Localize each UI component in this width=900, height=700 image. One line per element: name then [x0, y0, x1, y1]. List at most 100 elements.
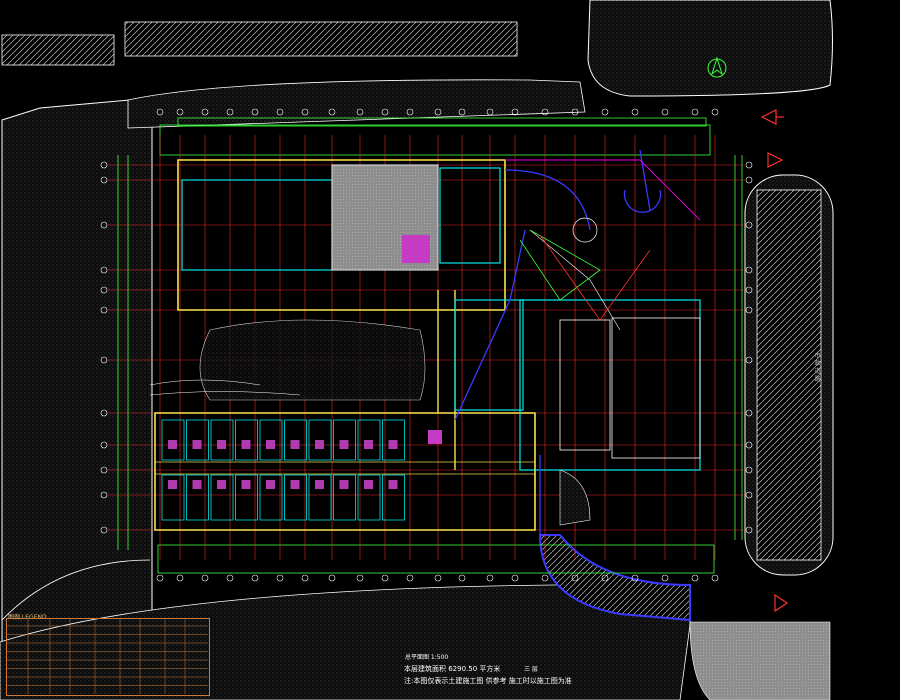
grid-bubble — [511, 574, 519, 582]
grid-bubble — [434, 574, 442, 582]
grid-bubble — [745, 221, 753, 229]
grid-bubble — [406, 108, 414, 116]
room-bath-north — [192, 440, 202, 449]
grid-bubble — [301, 574, 309, 582]
grid-bubble — [486, 574, 494, 582]
grid-bubble — [631, 574, 639, 582]
grid-bubble — [458, 108, 466, 116]
grid-bubble — [745, 466, 753, 474]
grid-bubble — [745, 286, 753, 294]
grid-bubbles — [100, 108, 753, 582]
grid-bubble — [301, 108, 309, 116]
grid-bubble — [631, 108, 639, 116]
site-background — [0, 0, 834, 700]
curved-outlines — [454, 149, 662, 540]
grid-bubble — [100, 161, 108, 169]
room-south — [186, 474, 209, 521]
room-bath-south — [168, 480, 177, 489]
grid-bubble — [100, 266, 108, 274]
room-south — [284, 474, 307, 521]
grid-bubble — [100, 286, 108, 294]
room-north — [259, 419, 283, 461]
grid-bubble — [601, 574, 609, 582]
area-suffix: 三 层 — [524, 666, 538, 673]
room-bath-north — [241, 440, 251, 449]
grid-bubble — [745, 161, 753, 169]
south-wing-rooms — [154, 419, 536, 521]
room-north — [308, 419, 332, 461]
grid-bubble — [745, 266, 753, 274]
legend-frame — [6, 618, 210, 696]
grid-bubble — [571, 574, 579, 582]
grid-bubble — [406, 574, 414, 582]
room-bath-north — [217, 440, 226, 449]
grid-bubble — [328, 574, 336, 582]
room-bath-north — [266, 440, 275, 449]
room-bath-south — [266, 480, 275, 489]
grid-bubble — [661, 108, 669, 116]
room-south — [210, 474, 234, 521]
grid-bubble — [251, 108, 259, 116]
room-bath-south — [290, 480, 300, 489]
north-arrow-icon — [707, 56, 727, 78]
room-north — [161, 419, 185, 461]
parking-row-right — [124, 21, 518, 57]
grid-bubble — [100, 221, 108, 229]
room-bath-south — [315, 480, 324, 489]
room-bath-north — [315, 440, 324, 449]
grid-bubble — [458, 574, 466, 582]
grid-bubble — [328, 108, 336, 116]
grid-bubble — [356, 574, 364, 582]
grid-bubble — [745, 176, 753, 184]
side-road-label: 市 政 道 路 — [813, 352, 820, 382]
grid-bubble — [226, 108, 234, 116]
grid-bubble — [541, 108, 549, 116]
parking-row-left — [1, 34, 115, 66]
grid-bubble — [541, 574, 549, 582]
grid-bubble — [711, 574, 719, 582]
grid-bubble — [571, 108, 579, 116]
grid-bubble — [381, 574, 389, 582]
grid-bubble — [100, 176, 108, 184]
room-bath-south — [364, 480, 373, 489]
room-bath-south — [217, 480, 226, 489]
grid-bubble — [745, 356, 753, 364]
room-north — [235, 419, 258, 461]
room-bath-south — [339, 480, 349, 489]
grid-bubble — [511, 108, 519, 116]
room-bath-south — [388, 480, 398, 489]
area-note: 本层建筑面积 6290.50 平方米 — [404, 665, 501, 673]
grid-bubble — [691, 108, 699, 116]
grid-bubble — [745, 491, 753, 499]
grid-bubble — [156, 574, 164, 582]
room-bath-north — [388, 440, 398, 449]
section-marker-icon — [760, 109, 789, 613]
grid-bubble — [711, 108, 719, 116]
grid-bubble — [201, 108, 209, 116]
grid-bubble — [100, 466, 108, 474]
room-bath-north — [364, 440, 373, 449]
room-north — [357, 419, 381, 461]
grid-bubble — [201, 574, 209, 582]
grid-bubble — [251, 574, 259, 582]
grid-bubble — [100, 491, 108, 499]
room-south — [382, 474, 405, 521]
room-bath-north — [168, 440, 177, 449]
grid-bubble — [601, 108, 609, 116]
grid-bubble — [661, 574, 669, 582]
room-north — [284, 419, 307, 461]
grid-bubble — [100, 441, 108, 449]
room-north — [382, 419, 405, 461]
room-north — [210, 419, 234, 461]
grid-bubble — [156, 108, 164, 116]
room-bath-north — [339, 440, 349, 449]
room-bath-south — [241, 480, 251, 489]
grid-bubble — [486, 108, 494, 116]
room-south — [333, 474, 356, 521]
room-south — [259, 474, 283, 521]
room-bath-north — [290, 440, 300, 449]
grid-bubble — [356, 108, 364, 116]
room-bath-south — [192, 480, 202, 489]
corridor — [154, 461, 536, 475]
